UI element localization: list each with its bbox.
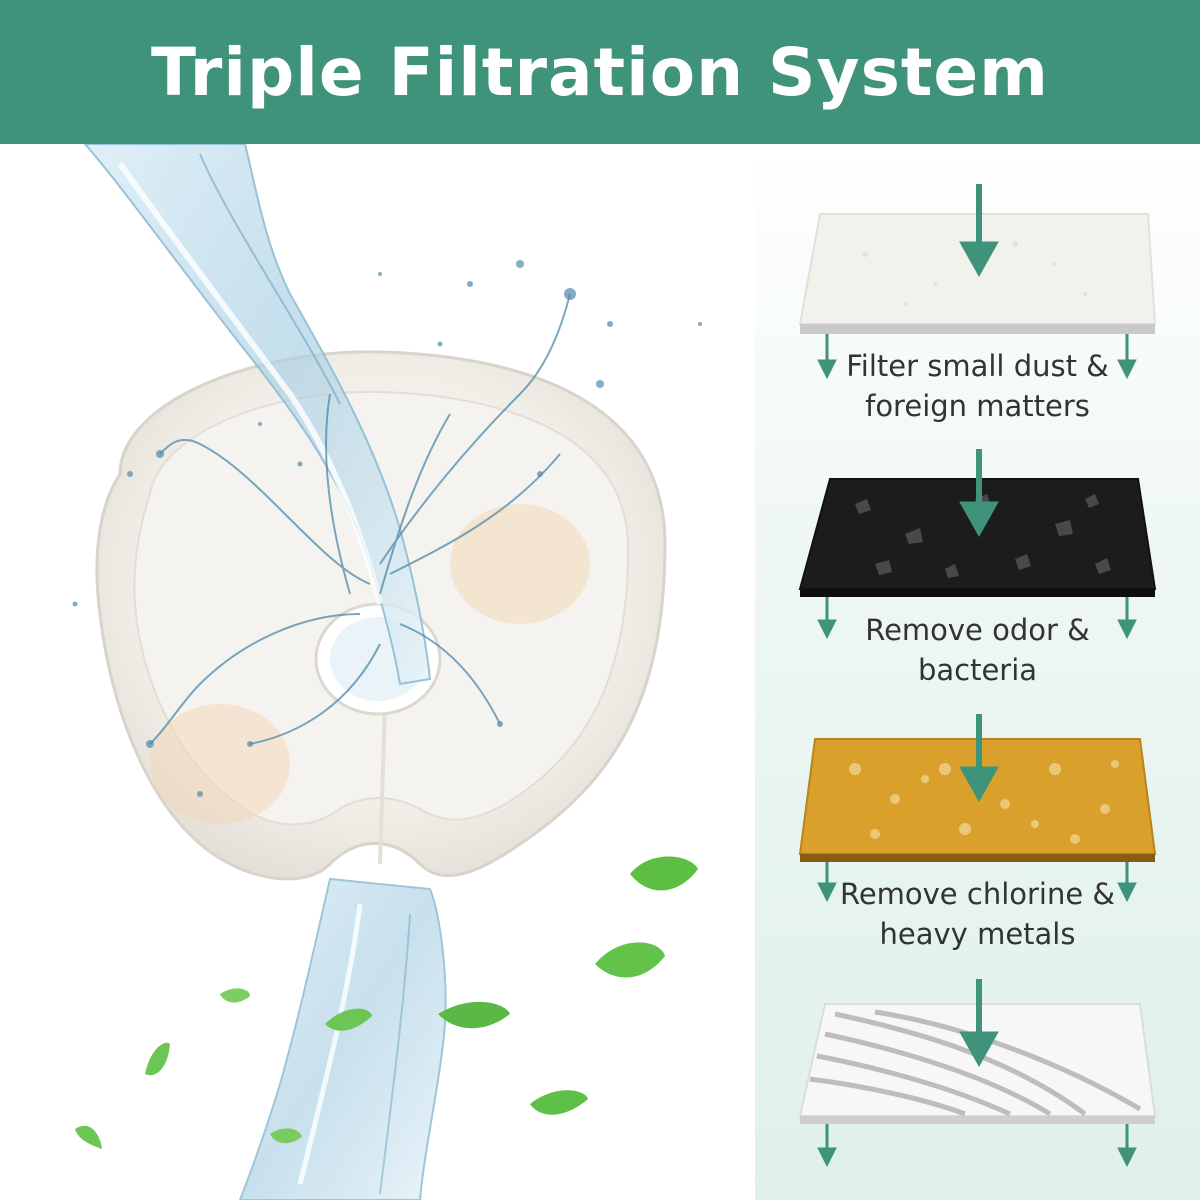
- filtration-layers-panel: Filter small dust & foreign matters: [755, 144, 1200, 1200]
- arrow-down-icon: [817, 334, 837, 380]
- filter-layer-mesh: [755, 974, 1200, 1200]
- arrow-down-icon: [817, 862, 837, 903]
- caption-line: Filter small dust &: [846, 349, 1109, 383]
- resin-layer-icon: [798, 714, 1157, 903]
- arrow-down-icon: [1117, 1124, 1137, 1168]
- filter-illustration: [0, 143, 755, 1201]
- carbon-layer-caption: Remove odor & bacteria: [755, 610, 1200, 690]
- resin-layer-caption: Remove chlorine & heavy metals: [755, 874, 1200, 954]
- water-droplets: [72, 260, 702, 797]
- carbon-layer-icon: [798, 449, 1157, 640]
- arrow-down-icon: [817, 1124, 837, 1168]
- caption-line: heavy metals: [879, 917, 1076, 951]
- caption-line: bacteria: [917, 653, 1038, 687]
- cotton-layer-icon: [798, 184, 1157, 380]
- leaf-icon: [75, 856, 698, 1149]
- filter-layer-cotton: Filter small dust & foreign matters: [755, 184, 1200, 434]
- filter-disc-icon: [95, 350, 667, 881]
- mesh-layer-icon: [798, 979, 1157, 1168]
- page-title: Triple Filtration System: [151, 33, 1049, 111]
- cotton-layer-caption: Filter small dust & foreign matters: [755, 346, 1200, 426]
- caption-line: foreign matters: [865, 389, 1090, 423]
- caption-line: Remove odor &: [865, 613, 1090, 647]
- arrow-down-icon: [1117, 334, 1137, 380]
- arrow-down-icon: [1117, 862, 1137, 903]
- caption-line: Remove chlorine &: [839, 877, 1116, 911]
- title-banner: Triple Filtration System: [0, 0, 1200, 144]
- filter-layer-resin: Remove chlorine & heavy metals: [755, 709, 1200, 959]
- filter-layer-carbon: Remove odor & bacteria: [755, 444, 1200, 694]
- arrow-down-icon: [817, 597, 837, 640]
- water-splash-icon: [149, 293, 571, 745]
- arrow-down-icon: [959, 979, 999, 1068]
- arrow-down-icon: [959, 714, 999, 803]
- arrow-down-icon: [1117, 597, 1137, 640]
- arrow-down-icon: [959, 184, 999, 278]
- filter-illustration-svg: [72, 143, 702, 1201]
- arrow-down-icon: [959, 449, 999, 538]
